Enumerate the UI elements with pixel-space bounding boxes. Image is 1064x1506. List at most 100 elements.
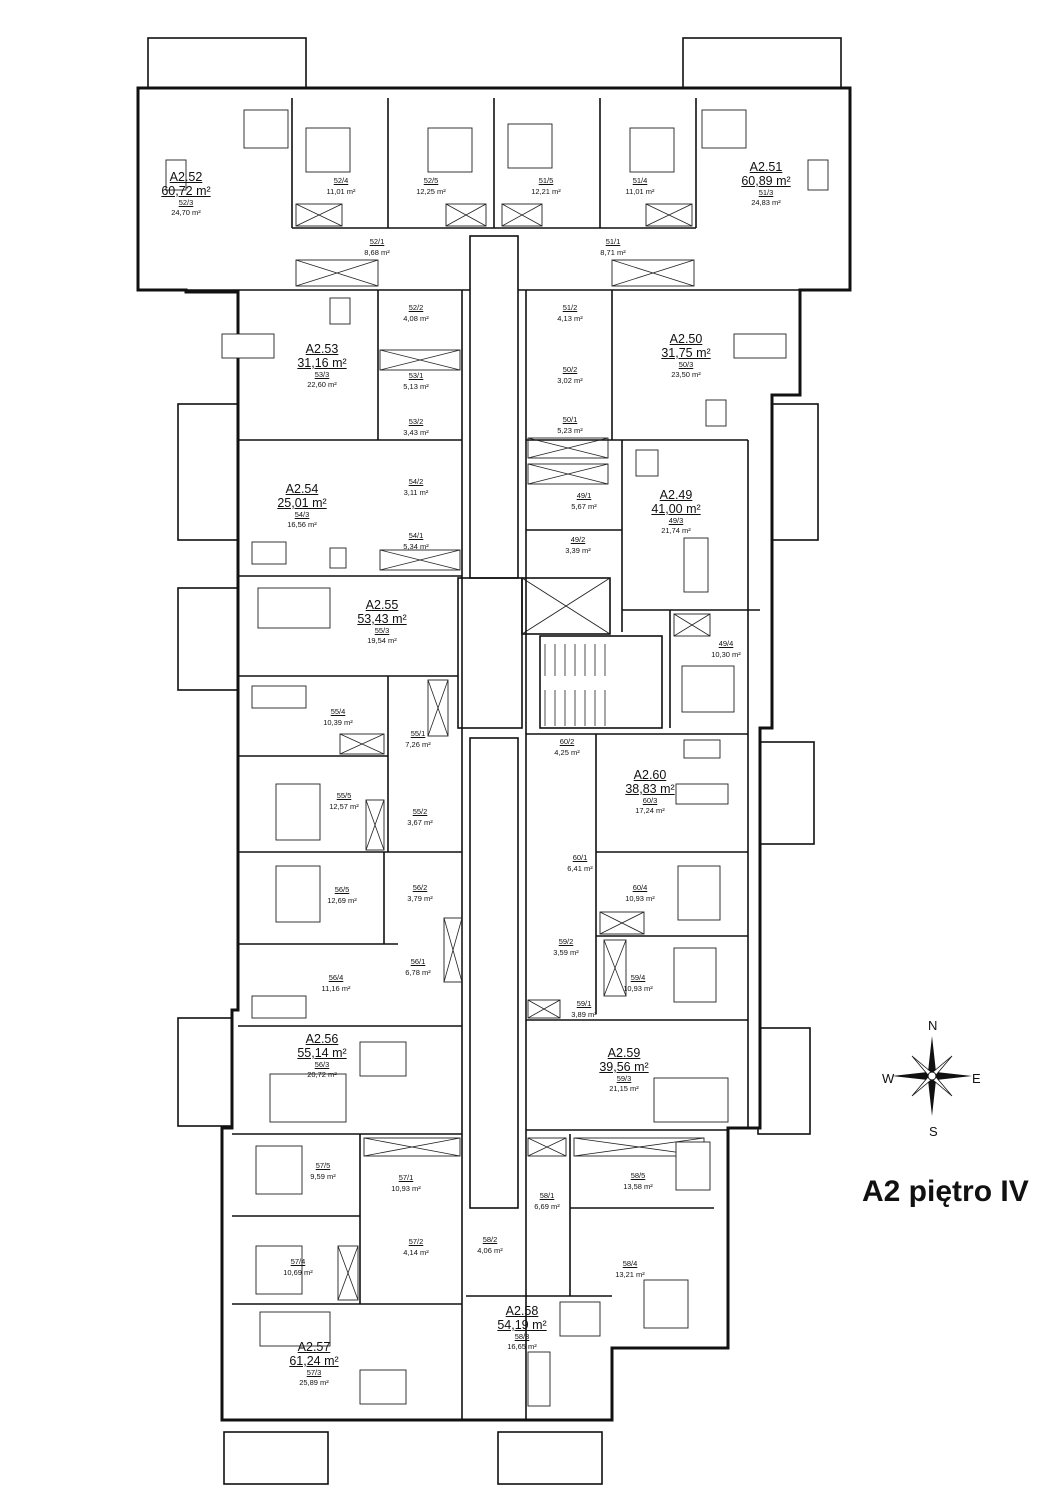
room-area: 8,68 m² <box>364 248 390 257</box>
room-area: 12,25 m² <box>416 187 446 196</box>
apartment-name: A2.51 <box>749 160 783 174</box>
apartment-room: 55/3 <box>374 626 390 635</box>
room-number: 52/4 <box>333 176 349 185</box>
room-number: 57/2 <box>408 1237 424 1246</box>
room-number: 57/4 <box>290 1257 306 1266</box>
interior-walls <box>138 98 850 1420</box>
plan-title: A2 piętro IV <box>862 1175 1029 1208</box>
room-area: 3,89 m² <box>571 1010 597 1019</box>
room-label: 57/2 4,14 m² <box>403 1236 428 1258</box>
apartment-room: 50/3 <box>678 360 694 369</box>
room-label: 56/5 12,69 m² <box>327 884 357 906</box>
room-number: 54/1 <box>408 531 424 540</box>
room-number: 57/1 <box>398 1173 414 1182</box>
room-number: 55/5 <box>336 791 352 800</box>
apartment-room: 53/3 <box>314 370 330 379</box>
apartment-name: A2.59 <box>607 1046 641 1060</box>
room-area: 6,41 m² <box>567 864 593 873</box>
apartment-area: 41,00 m² <box>651 502 701 516</box>
room-area: 4,14 m² <box>403 1248 429 1257</box>
room-area: 3,39 m² <box>565 546 591 555</box>
room-label: 52/1 8,68 m² <box>364 236 389 258</box>
room-area: 4,08 m² <box>403 314 429 323</box>
room-number: 55/1 <box>410 729 426 738</box>
apartment-area: 25,01 m² <box>277 496 327 510</box>
room-number: 52/2 <box>408 303 424 312</box>
room-number: 52/1 <box>369 237 385 246</box>
room-area: 4,13 m² <box>557 314 583 323</box>
apartment-name: A2.57 <box>297 1340 331 1354</box>
room-area: 7,26 m² <box>405 740 431 749</box>
apartment-room-area: 16,65 m² <box>507 1342 537 1351</box>
apartment-room-area: 24,70 m² <box>171 208 201 217</box>
room-number: 50/1 <box>562 415 578 424</box>
apartment-room: 57/3 <box>306 1368 322 1377</box>
room-number: 58/5 <box>630 1171 646 1180</box>
apartment-name: A2.52 <box>169 170 203 184</box>
room-area: 5,34 m² <box>403 542 429 551</box>
room-number: 56/2 <box>412 883 428 892</box>
staircase-core <box>457 235 663 1209</box>
apartment-room: 52/3 <box>178 198 194 207</box>
apartment-area: 38,83 m² <box>625 782 675 796</box>
room-label: 59/1 3,89 m² <box>571 998 596 1020</box>
room-label: 55/4 10,39 m² <box>323 706 353 728</box>
room-number: 51/4 <box>632 176 648 185</box>
room-number: 54/2 <box>408 477 424 486</box>
room-number: 50/2 <box>562 365 578 374</box>
room-label: 58/1 6,69 m² <box>534 1190 559 1212</box>
room-area: 3,43 m² <box>403 428 429 437</box>
room-label: 54/1 5,34 m² <box>403 530 428 552</box>
apartment-room-area: 20,72 m² <box>307 1070 337 1079</box>
compass-west: W <box>882 1071 895 1086</box>
room-area: 10,30 m² <box>711 650 741 659</box>
room-label: 54/2 3,11 m² <box>404 476 429 498</box>
room-area: 11,01 m² <box>625 187 655 196</box>
apartment-name: A2.60 <box>633 768 667 782</box>
room-area: 12,69 m² <box>327 896 357 905</box>
room-number: 57/5 <box>315 1161 331 1170</box>
room-number: 53/2 <box>408 417 424 426</box>
room-area: 10,39 m² <box>323 718 353 727</box>
room-number: 58/4 <box>622 1259 638 1268</box>
room-number: 58/1 <box>539 1191 555 1200</box>
apartment-area: 60,89 m² <box>741 174 791 188</box>
room-area: 13,21 m² <box>615 1270 645 1279</box>
apartment-name: A2.53 <box>305 342 339 356</box>
room-number: 55/4 <box>330 707 346 716</box>
room-area: 6,69 m² <box>534 1202 560 1211</box>
apartment-room-area: 22,60 m² <box>307 380 337 389</box>
apartment-area: 31,75 m² <box>661 346 711 360</box>
room-area: 5,23 m² <box>557 426 583 435</box>
room-number: 56/5 <box>334 885 350 894</box>
apartment-room-area: 24,83 m² <box>751 198 781 207</box>
room-label: 51/4 11,01 m² <box>625 175 654 197</box>
room-number: 59/1 <box>576 999 592 1008</box>
room-number: 60/4 <box>632 883 648 892</box>
apartment-room: 58/3 <box>514 1332 530 1341</box>
room-area: 3,11 m² <box>403 488 429 497</box>
room-number: 56/1 <box>410 957 426 966</box>
apartment-area: 55,14 m² <box>297 1046 347 1060</box>
room-area: 3,59 m² <box>553 948 579 957</box>
apartment-name: A2.55 <box>365 598 399 612</box>
apartment-room-area: 25,89 m² <box>299 1378 329 1387</box>
